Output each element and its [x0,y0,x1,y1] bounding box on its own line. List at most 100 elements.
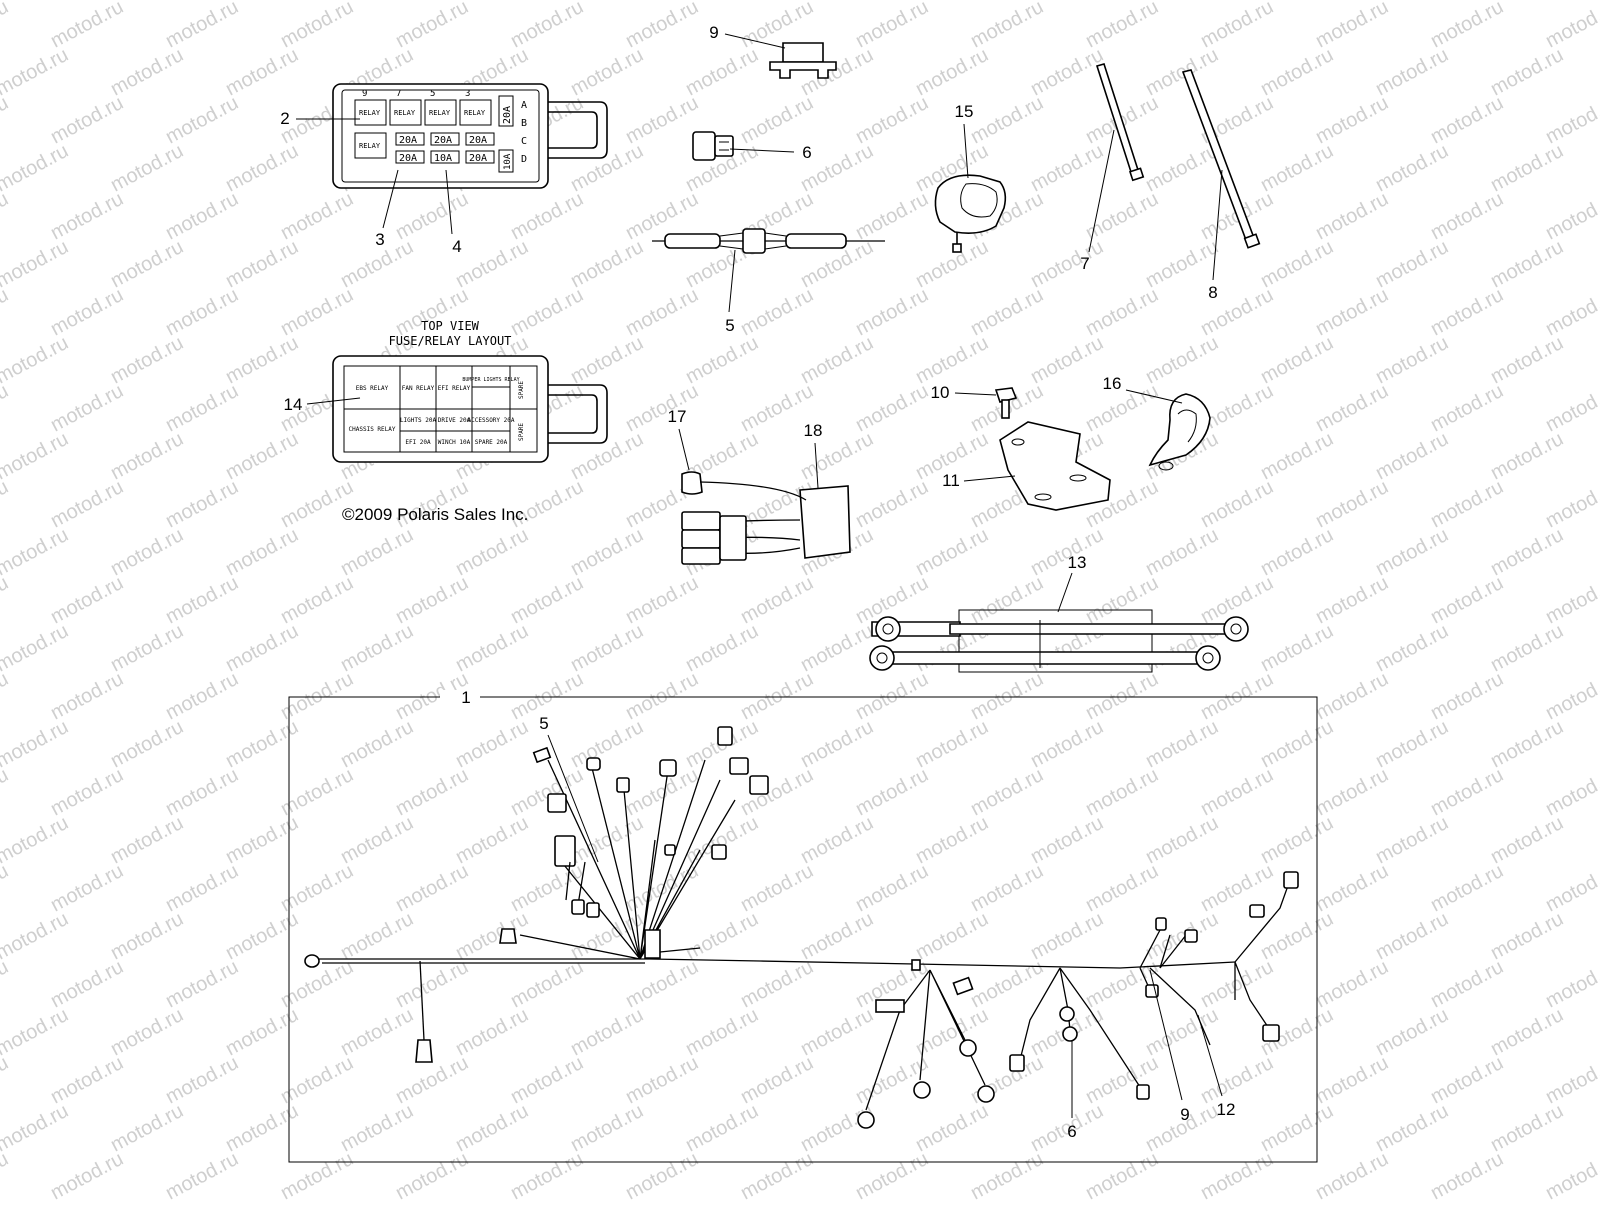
callout-17: 17 [668,407,690,471]
part-9-fuse-holder[interactable] [769,42,837,79]
watermark-text: motod.ru [622,1148,702,1200]
part-13-battery-cables[interactable] [869,609,1249,673]
svg-text:13: 13 [1068,553,1087,572]
watermark-text: motod.ru [0,236,72,292]
fuse-box[interactable]: 9 7 5 3 RELAY RELAY RELAY RELAY RELAY 20… [332,83,608,189]
part-10-bolt[interactable] [994,387,1018,419]
svg-text:10: 10 [931,383,950,402]
svg-text:SPARE: SPARE [518,423,525,441]
part-6-connector[interactable] [692,131,734,161]
svg-text:17: 17 [668,407,687,426]
watermark-text: motod.ru [1372,1196,1452,1200]
watermark-text: motod.ru [1427,476,1507,532]
watermark-text: motod.ru [1372,140,1452,196]
svg-text:RELAY: RELAY [359,109,381,117]
watermark-text: motod.ru [337,1196,417,1200]
watermark-text: motod.ru [162,380,242,436]
watermark-text: motod.ru [392,764,472,820]
svg-text:14: 14 [284,395,303,414]
watermark-text: motod.ru [507,572,587,628]
part-8-cable-tie[interactable] [1181,69,1261,249]
watermark-text: motod.ru [0,956,12,1012]
watermark-text: motod.ru [967,284,1047,340]
watermark-text: motod.ru [852,860,932,916]
watermark-text: motod.ru [0,1052,12,1108]
watermark-text: motod.ru [1372,620,1452,676]
watermark-text: motod.ru [1487,620,1567,676]
watermark-text: motod.ru [222,524,302,580]
part-17-bulb[interactable] [681,471,703,495]
watermark-text: motod.ru [162,284,242,340]
watermark-text: motod.ru [1542,1148,1600,1200]
watermark-text: motod.ru [452,716,532,772]
watermark-text: motod.ru [1142,524,1222,580]
part-1-main-harness[interactable] [304,726,1299,1129]
watermark-text: motod.ru [1487,716,1567,772]
watermark-text: motod.ru [107,716,187,772]
watermark-text: motod.ru [967,572,1047,628]
part-15-sensor[interactable] [934,174,1007,253]
watermark-text: motod.ru [682,1196,762,1200]
watermark-text: motod.ru [507,764,587,820]
watermark-text: motod.ru [107,236,187,292]
watermark-text: motod.ru [1372,236,1452,292]
part-7-cable-tie[interactable] [1095,63,1145,182]
svg-text:EFI RELAY: EFI RELAY [438,385,471,392]
watermark-text: motod.ru [912,524,992,580]
svg-text:C: C [521,136,527,147]
watermark-text: motod.ru [1312,668,1392,724]
watermark-text: motod.ru [1542,1052,1600,1108]
watermark-text: motod.ru [337,620,417,676]
callout-3: 3 [375,169,399,249]
svg-text:1: 1 [461,688,470,707]
svg-text:EBS RELAY: EBS RELAY [356,385,389,392]
svg-text:ACCESSORY 20A: ACCESSORY 20A [468,417,515,424]
watermark-text: motod.ru [392,1148,472,1200]
watermark-text: motod.ru [912,44,992,100]
watermark-text: motod.ru [1082,188,1162,244]
watermark-text: motod.ru [797,908,877,964]
watermark-text: motod.ru [852,764,932,820]
part-5-inline-fuse-holder[interactable] [652,228,885,254]
watermark-text: motod.ru [0,1148,12,1200]
watermark-text: motod.ru [1082,956,1162,1012]
watermark-text: motod.ru [0,860,12,916]
watermark-text: motod.ru [222,332,302,388]
watermark-text: motod.ru [737,92,817,148]
watermark-text: motod.ru [912,236,992,292]
watermark-text: motod.ru [1372,1100,1452,1156]
watermark-text: motod.ru [567,524,647,580]
watermark-text: motod.ru [107,1196,187,1200]
watermark-text: motod.ru [1487,908,1567,964]
fuse-relay-layout[interactable]: EBS RELAY FAN RELAY EFI RELAY BUMPER LIG… [332,355,608,463]
svg-text:5: 5 [725,316,734,335]
watermark-text: motod.ru [507,188,587,244]
watermark-text: motod.ru [912,1196,992,1200]
svg-text:5: 5 [539,714,548,733]
svg-text:20A: 20A [502,106,513,124]
svg-text:EFI 20A: EFI 20A [405,439,431,446]
watermark-text: motod.ru [1082,284,1162,340]
watermark-text: motod.ru [567,908,647,964]
watermark-text: motod.ru [47,860,127,916]
watermark-text: motod.ru [107,332,187,388]
watermark-text: motod.ru [392,860,472,916]
watermark-text: motod.ru [222,812,302,868]
watermark-text: motod.ru [1372,908,1452,964]
fuse-slots: 20A 20A 20A 20A 10A 20A 20A 10A [395,95,514,173]
part-11-bracket[interactable] [999,421,1111,511]
watermark-text: motod.ru [1027,140,1107,196]
watermark-text: motod.ru [1197,476,1277,532]
watermark-text: motod.ru [967,764,1047,820]
watermark-text: motod.ru [1142,716,1222,772]
part-18-harness-adapter[interactable] [681,481,851,565]
watermark-text: motod.ru [797,620,877,676]
watermark-text: motod.ru [0,0,72,4]
watermark-text: motod.ru [0,140,72,196]
callout-16: 16 [1103,374,1183,404]
watermark-text: motod.ru [162,92,242,148]
watermark-text: motod.ru [162,1052,242,1108]
svg-text:10A: 10A [434,153,452,164]
part-16-clamp[interactable] [1148,393,1211,471]
watermark-text: motod.ru [737,1148,817,1200]
